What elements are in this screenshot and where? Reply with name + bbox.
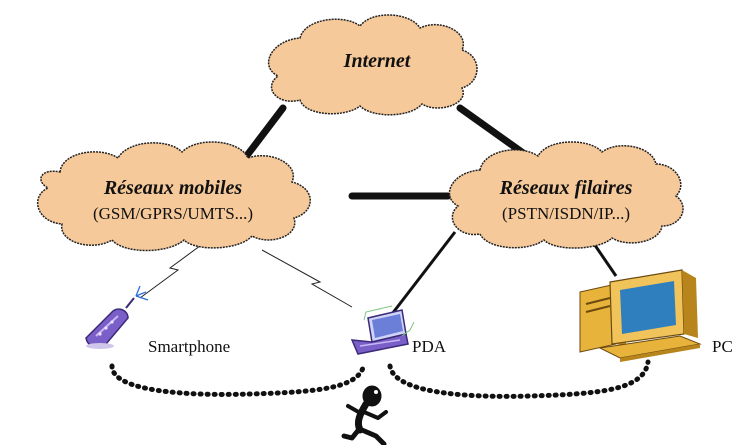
link-internet-mobile [238,104,287,166]
cloud-mobile-title: Réseaux mobiles [103,177,243,199]
mobility-arc-smartphone-pda [109,361,367,397]
pc-label: PC [712,337,733,356]
mobility-paths [109,359,651,399]
wireless-link-pda [261,249,353,308]
wireless-link-smartphone [139,239,209,299]
wireless-links [139,239,353,308]
cloud-wired-subtitle: (PSTN/ISDN/IP...) [502,204,630,223]
smartphone-label: Smartphone [148,337,230,356]
link-wired-pda [390,231,457,315]
desktop-computer-icon [579,269,702,362]
cloud-wired: Réseaux filaires (PSTN/ISDN/IP...) [448,141,684,249]
cloud-wired-title: Réseaux filaires [499,177,633,199]
cloud-internet: Internet [267,14,478,116]
cloud-internet-shape [267,14,478,116]
pda-label: PDA [412,337,447,356]
smartphone-device: Smartphone [85,285,230,356]
cloud-mobile: Réseaux mobiles (GSM/GPRS/UMTS...) [37,141,311,252]
cloud-mobile-shape [37,141,311,252]
mobility-arc-pda-pc [387,359,651,399]
cloud-wired-shape [448,141,684,249]
laptop-icon [350,305,415,355]
pda-device: PDA [350,305,447,356]
pc-device: PC [579,269,733,362]
cloud-internet-title: Internet [343,50,412,72]
smartphone-icon [85,285,149,349]
cloud-mobile-subtitle: (GSM/GPRS/UMTS...) [93,204,253,223]
running-person-icon [341,385,388,445]
